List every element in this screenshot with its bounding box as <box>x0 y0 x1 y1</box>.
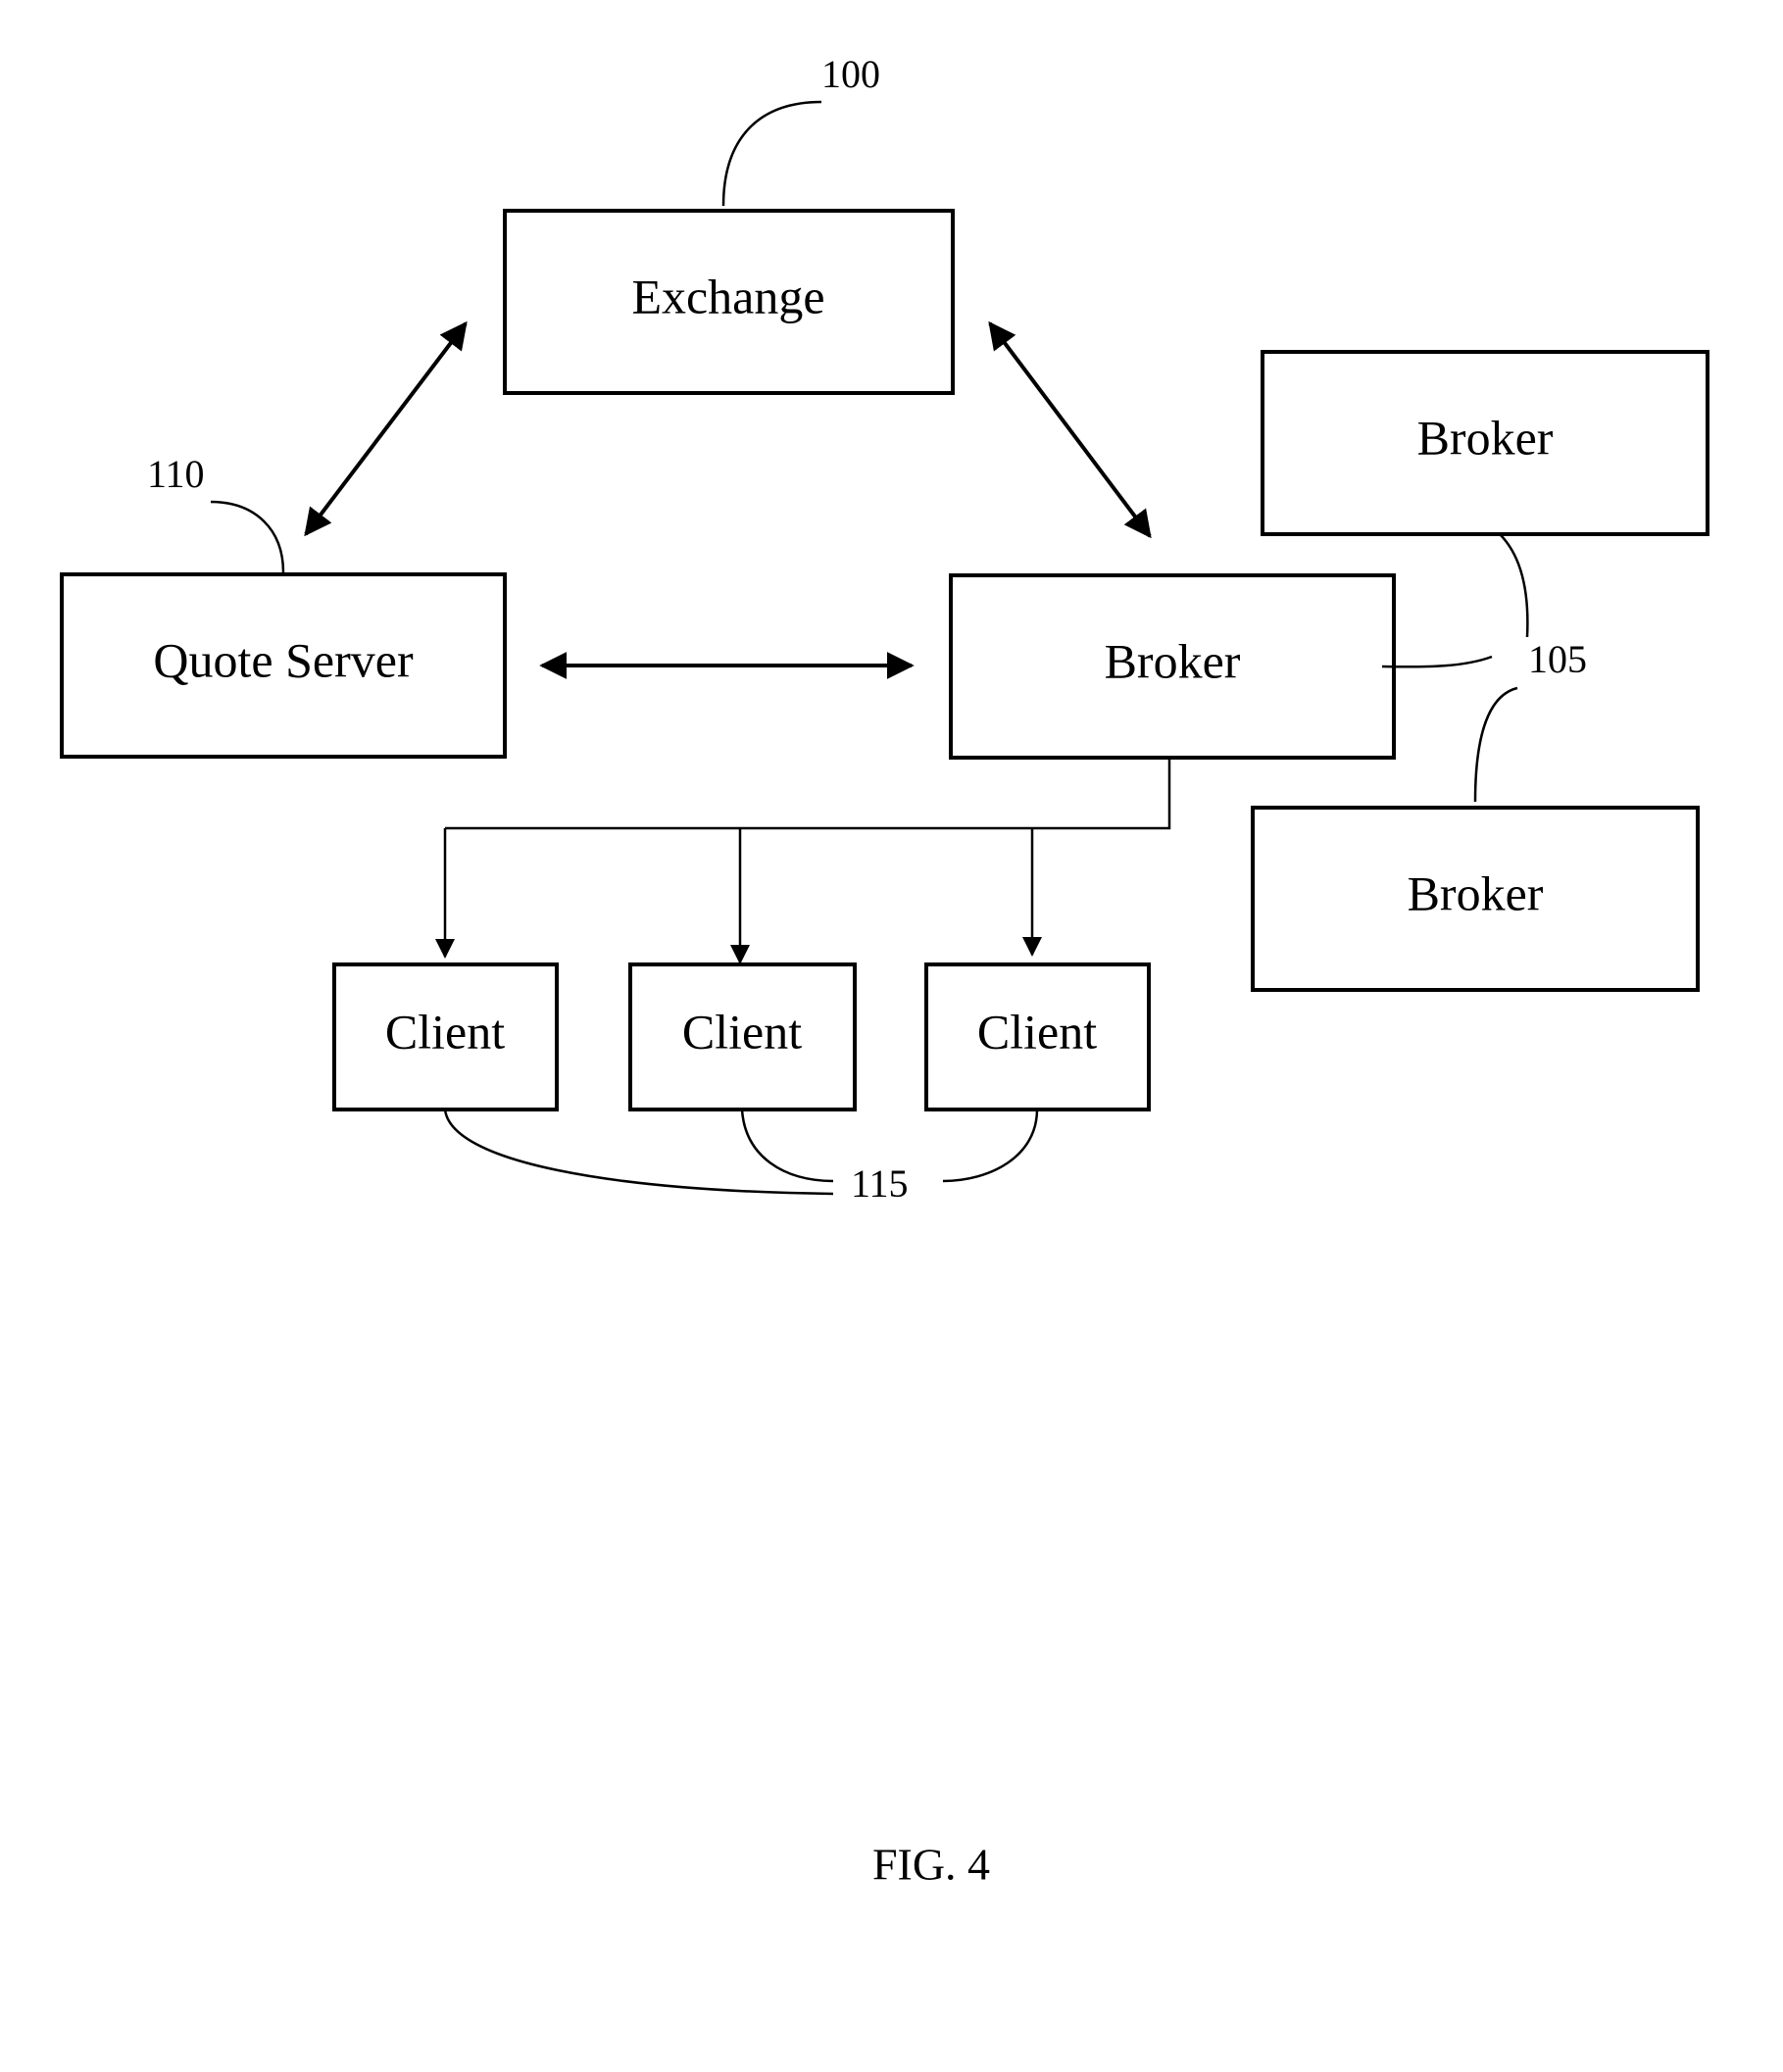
client-1-label: Client <box>385 1004 505 1059</box>
client-3-label: Client <box>977 1004 1097 1059</box>
figure-caption: FIG. 4 <box>872 1840 990 1890</box>
client-1-node: Client <box>334 964 557 1110</box>
quote-server-label: Quote Server <box>153 632 414 687</box>
ref-105-label: 105 <box>1528 637 1587 681</box>
broker-top-label: Broker <box>1417 410 1554 465</box>
broker-bottom-label: Broker <box>1408 865 1544 920</box>
client-2-node: Client <box>630 964 855 1110</box>
exchange-node: Exchange <box>505 211 953 393</box>
ref-115-leader-1 <box>445 1110 833 1194</box>
broker-main-label: Broker <box>1105 633 1241 688</box>
ref-100-label: 100 <box>821 52 880 96</box>
broker-bottom-node: Broker <box>1253 808 1698 990</box>
ref-105-leader-bottom <box>1475 688 1517 802</box>
broker-main-node: Broker <box>951 575 1394 758</box>
broker-client-connector <box>445 760 1169 962</box>
ref-110-label: 110 <box>147 452 205 496</box>
ref-115-leader-3 <box>943 1110 1037 1181</box>
ref-115-label: 115 <box>851 1161 909 1206</box>
client-3-node: Client <box>926 964 1149 1110</box>
client-2-label: Client <box>682 1004 802 1059</box>
exchange-quote-server-arrow <box>306 323 466 534</box>
ref-100-leader <box>723 102 821 206</box>
ref-110-leader <box>211 502 283 572</box>
broker-top-node: Broker <box>1263 352 1708 534</box>
exchange-broker-arrow <box>990 323 1150 536</box>
ref-105-leader-top <box>1500 534 1527 637</box>
ref-105-leader-main <box>1382 657 1492 666</box>
quote-server-node: Quote Server <box>62 574 505 757</box>
exchange-label: Exchange <box>631 269 824 323</box>
ref-115-leader-2 <box>742 1110 833 1181</box>
